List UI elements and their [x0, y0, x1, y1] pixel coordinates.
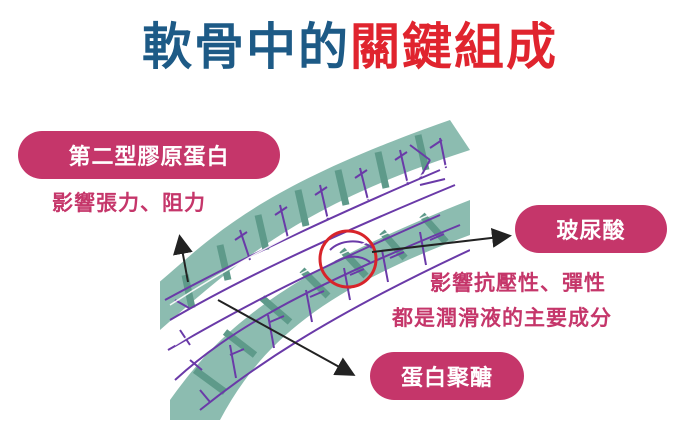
label-hyaluronic: 玻尿酸: [515, 205, 667, 253]
arrow-collagen: [173, 234, 193, 283]
hyaluronic-network: [169, 159, 466, 346]
title-part-red: 關鍵組成: [350, 18, 558, 76]
arrow-hyaluronic: [371, 227, 512, 253]
title-part-blue: 軟骨中的: [142, 18, 350, 76]
desc-hyaluronic-line2: 都是潤滑液的主要成分: [392, 306, 612, 330]
label-collagen: 第二型膠原蛋白: [18, 131, 280, 179]
page-title: 軟骨中的關鍵組成: [0, 22, 700, 72]
collagen-fiber-upper: [160, 120, 470, 330]
desc-collagen: 影響張力、阻力: [52, 191, 206, 215]
label-proteoglycan: 蛋白聚醣: [370, 352, 524, 400]
pointer-arrows: [173, 227, 512, 376]
arrow-proteoglycan: [217, 299, 356, 376]
highlight-circle: [318, 229, 378, 289]
desc-hyaluronic-line1: 影響抗壓性、彈性: [430, 271, 606, 295]
